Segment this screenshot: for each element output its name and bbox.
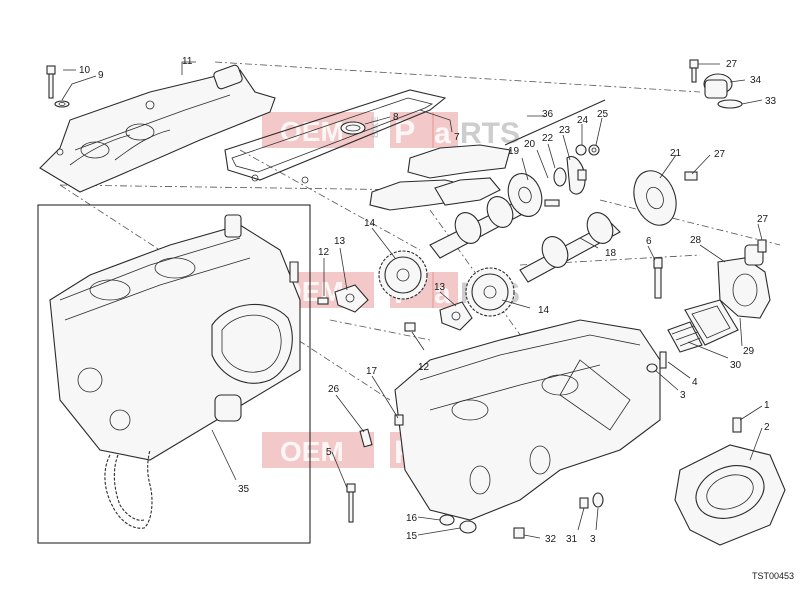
callout-6: 6 bbox=[646, 236, 652, 247]
callout-18: 18 bbox=[605, 248, 617, 259]
callout-24: 24 bbox=[577, 115, 589, 126]
timing-components bbox=[504, 99, 606, 195]
callout-36: 36 bbox=[542, 109, 554, 120]
housing-gasket bbox=[684, 299, 739, 346]
assembled-head-inset bbox=[37, 204, 311, 544]
callout-13-rear: 13 bbox=[334, 236, 346, 247]
callout-27-housing: 27 bbox=[757, 214, 769, 225]
callout-16: 16 bbox=[406, 513, 418, 524]
spark-plug-seal bbox=[340, 121, 366, 135]
callout-7: 7 bbox=[454, 132, 460, 143]
callout-27-pulley: 27 bbox=[714, 149, 726, 160]
camshafts bbox=[429, 196, 621, 283]
intake-flange bbox=[674, 417, 786, 546]
retaining-plate-front bbox=[439, 301, 473, 331]
callout-21: 21 bbox=[670, 148, 682, 159]
sprocket-bolts bbox=[317, 297, 416, 332]
sprocket-front bbox=[465, 267, 515, 317]
callout-20: 20 bbox=[524, 139, 536, 150]
callout-28: 28 bbox=[690, 235, 702, 246]
coolant-housing bbox=[717, 244, 771, 319]
callout-12-rear: 12 bbox=[318, 247, 330, 258]
retaining-plate-rear bbox=[334, 284, 369, 313]
callout-13-front: 13 bbox=[434, 282, 446, 293]
camshaft-holders bbox=[369, 144, 511, 211]
callout-2: 2 bbox=[764, 422, 770, 433]
callout-31: 31 bbox=[566, 534, 578, 545]
callout-4: 4 bbox=[692, 377, 698, 388]
callout-3-lower: 3 bbox=[590, 534, 596, 545]
drawing-code: TST00453 bbox=[752, 571, 794, 581]
callout-19: 19 bbox=[508, 146, 520, 157]
pulley-rear bbox=[507, 173, 543, 217]
callout-8: 8 bbox=[393, 112, 399, 123]
callout-11: 11 bbox=[182, 56, 193, 67]
callout-14-rear: 14 bbox=[364, 218, 376, 229]
watermark-oem-text: OEM bbox=[280, 436, 344, 467]
callout-23: 23 bbox=[559, 125, 571, 136]
cylinder-head bbox=[394, 319, 661, 521]
cylinder-head-cover bbox=[39, 64, 276, 193]
callout-25: 25 bbox=[597, 109, 609, 120]
callout-10: 10 bbox=[79, 65, 91, 76]
callout-12-front: 12 bbox=[418, 362, 430, 373]
callout-labels: 10 9 11 8 7 36 22 23 24 25 19 20 27 34 3… bbox=[79, 56, 777, 545]
callout-14-front: 14 bbox=[538, 305, 550, 316]
callout-27-sensor: 27 bbox=[726, 59, 738, 70]
leader-lines bbox=[61, 61, 763, 539]
watermark-a-text: a bbox=[434, 277, 451, 310]
callout-34: 34 bbox=[750, 75, 762, 86]
callout-1: 1 bbox=[764, 400, 770, 411]
callout-9: 9 bbox=[98, 70, 104, 81]
callout-17: 17 bbox=[366, 366, 378, 377]
watermark-a-text: a bbox=[434, 117, 451, 150]
temperature-sensor bbox=[689, 59, 743, 109]
callout-32: 32 bbox=[545, 534, 557, 545]
callout-35: 35 bbox=[238, 484, 250, 495]
callout-15: 15 bbox=[406, 531, 418, 542]
sprocket-rear bbox=[378, 250, 428, 300]
callout-33: 33 bbox=[765, 96, 777, 107]
pulley-front bbox=[633, 170, 677, 226]
callout-5: 5 bbox=[326, 447, 332, 458]
callout-3-upper: 3 bbox=[680, 390, 686, 401]
watermark-rts-text: RTS bbox=[460, 117, 520, 150]
watermark-top: OEM BIKE P a RTS bbox=[262, 112, 520, 150]
callout-22: 22 bbox=[542, 133, 554, 144]
watermark-oem-text: OEM bbox=[280, 116, 344, 147]
callout-26: 26 bbox=[328, 384, 340, 395]
cover-bolt bbox=[46, 65, 70, 108]
callout-29: 29 bbox=[743, 346, 755, 357]
callout-30: 30 bbox=[730, 360, 742, 371]
cover-gasket bbox=[224, 89, 447, 184]
